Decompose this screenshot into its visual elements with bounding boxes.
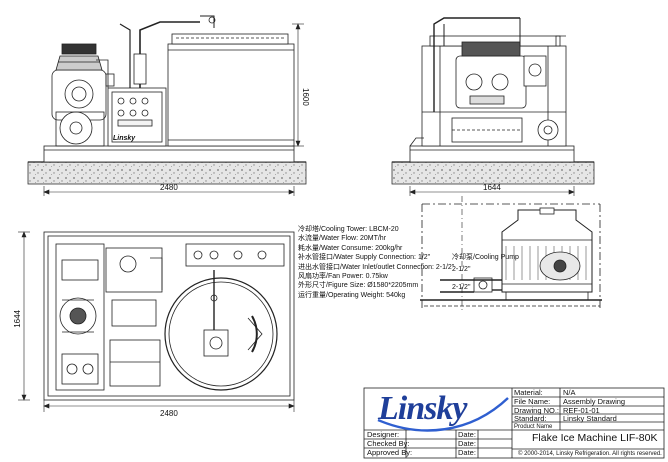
tb-product-name-label: Product Name [514, 424, 553, 430]
side-ground-slab [391, 161, 595, 185]
plan-depth-dim: 1644 [13, 310, 22, 328]
plan-header-box [185, 243, 285, 267]
front-tank-body [167, 43, 295, 147]
front-width-dim: 2480 [160, 183, 178, 192]
side-base-frame [409, 145, 575, 163]
tower-pump [473, 277, 493, 293]
plan-width-dim: 2480 [160, 409, 178, 418]
side-view [391, 17, 595, 185]
logo-swoosh [377, 397, 509, 432]
front-electric-box [107, 87, 167, 147]
company-logo: Linsky [378, 390, 467, 427]
plan-view [43, 231, 295, 401]
tb-drawing-no-label: Drawing NO.: [514, 406, 560, 415]
front-dimensions [43, 23, 304, 196]
front-height-dim: 1600 [301, 88, 310, 106]
spec-fan-power: 风扇功率/Fan Power: 0.75kw [298, 272, 388, 280]
tb-file-name-label: File Name: [514, 397, 551, 406]
spec-figure-size: 外形尺寸/Figure Size: Ø1580*2205mm [298, 282, 419, 290]
tb-material-value: N/A [563, 388, 576, 397]
side-compressor-head [461, 41, 521, 57]
tb-standard-label: Standard: [514, 414, 547, 423]
tb-drawing-no-value: REF-01-01 [563, 406, 600, 415]
tb-date-label-3: Date: [458, 448, 476, 457]
tb-date-label-1: Date: [458, 430, 476, 439]
tower-pipe-lower: 2-1/2" [452, 284, 471, 291]
machine-brand-label: Linsky [113, 135, 136, 142]
side-dimensions [409, 186, 575, 310]
tower-pipe-upper: 2-1/2" [452, 266, 471, 273]
spec-water-consume: 耗水量/Water Consume: 200kg/hr [298, 244, 403, 252]
side-pump [537, 119, 559, 141]
tb-copyright: © 2000-2014, Linsky Refrigeration. All r… [518, 451, 662, 457]
spec-water-supply: 补水管接口/Water Supply Connection: 1/2" [298, 254, 431, 262]
side-width-dim: 1644 [483, 183, 501, 192]
tb-approved-label: Approved By: [367, 448, 413, 457]
plan-dimensions [18, 231, 295, 412]
tb-checked-label: Checked By: [367, 439, 410, 448]
plan-compressor-module [55, 243, 105, 391]
tb-product-name-value: Flake Ice Machine LIF-80K [532, 432, 658, 444]
spec-cooling-tower: 冷却塔/Cooling Tower: LBCM-20 [298, 226, 399, 233]
front-base-frame [43, 145, 295, 163]
tb-material-label: Material: [514, 388, 543, 397]
tower-pump-label: 冷却泵/Cooling Pump [452, 254, 519, 261]
cooling-tower [420, 203, 602, 310]
plan-gearbox [203, 329, 229, 357]
tower-body [501, 209, 593, 293]
tb-date-label-2: Date: [458, 439, 476, 448]
tb-designer-label: Designer: [367, 430, 400, 439]
spec-operating-weight: 运行重量/Operating Weight: 540kg [298, 291, 406, 299]
spec-water-inlet-outlet: 进出水管接口/Water Inlet/outlet Connection: 2-… [298, 263, 455, 271]
spec-water-flow: 水流量/Water Flow: 20MT/hr [298, 235, 387, 243]
specs-block: 冷却塔/Cooling Tower: LBCM-20 水流量/Water Flo… [298, 226, 454, 301]
tb-standard-value: Linsky Standard [563, 414, 617, 423]
front-view [27, 15, 307, 185]
tb-file-name-value: Assembly Drawing [563, 397, 626, 406]
front-ground-slab [27, 161, 307, 185]
front-motor [59, 111, 93, 145]
front-compressor-head [61, 43, 97, 55]
title-block-frame [363, 387, 665, 459]
